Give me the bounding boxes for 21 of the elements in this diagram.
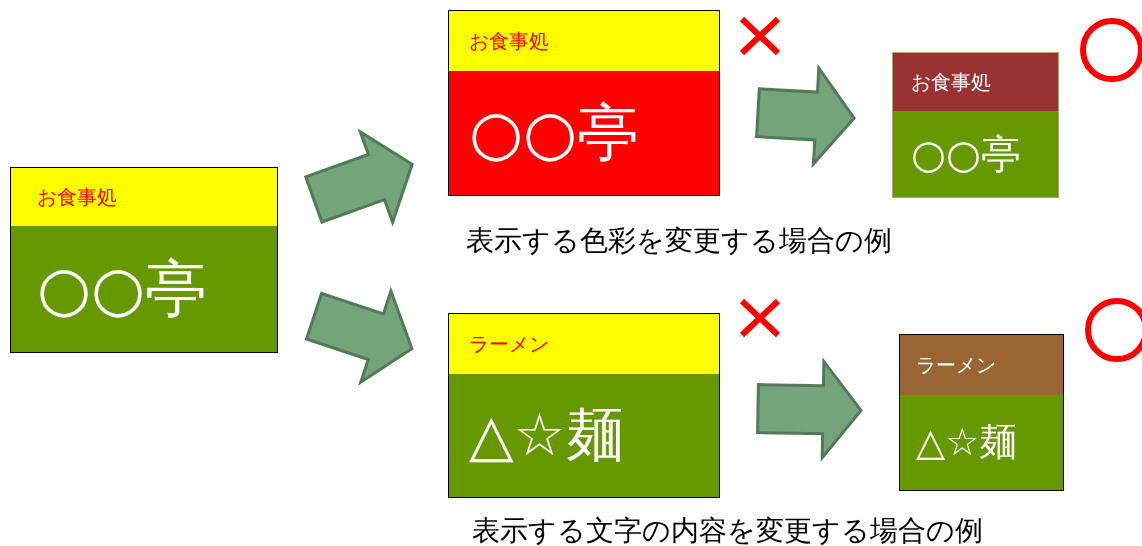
shop-name: ○○亭 [449,71,719,195]
block-arrow [756,357,863,462]
sign-header: お食事処 [893,53,1058,111]
signboard [10,167,278,353]
signboard [448,313,720,498]
sign-header: ラーメン [900,335,1063,395]
shop-name: △☆麺 [449,374,719,497]
shop-name: ○○亭 [11,226,277,352]
caption: 表示する色彩を変更する場合の例 [466,223,892,259]
sign-header: お食事処 [11,168,277,226]
signboard [899,334,1064,491]
sign-header: ラーメン [449,314,719,374]
block-arrow [303,128,414,227]
caption: 表示する文字の内容を変更する場合の例 [472,513,983,546]
sign-header: お食事処 [449,11,719,71]
block-arrow [755,63,856,169]
block-arrow [304,286,414,386]
signboard [448,10,720,196]
shop-name: △☆麺 [900,395,1063,490]
signboard [892,52,1059,198]
shop-name: ○○亭 [893,111,1058,197]
